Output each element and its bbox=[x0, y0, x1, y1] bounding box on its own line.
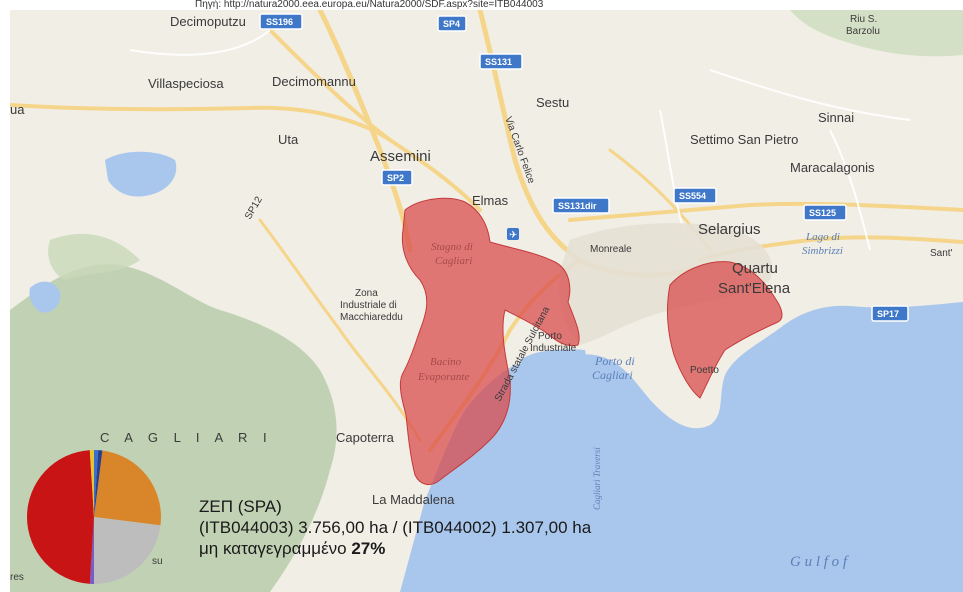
pie-slice-2 bbox=[89, 517, 94, 584]
minor-roads bbox=[129, 29, 911, 251]
place-decimoputzu: Decimoputzu bbox=[170, 14, 246, 29]
legend-box: ΖΕΠ (SPA) (ITB044003) 3.756,00 ha / (ITB… bbox=[199, 496, 591, 559]
region-cagliari: C A G L I A R I bbox=[100, 430, 273, 445]
place-santi: Sant' bbox=[930, 248, 953, 259]
place-assemini: Assemini bbox=[370, 148, 431, 165]
place-ua: ua bbox=[10, 102, 25, 117]
shield-ss131: SS131 bbox=[479, 53, 523, 70]
place-monreale: Monreale bbox=[590, 244, 632, 255]
place-sinnai: Sinnai bbox=[818, 110, 854, 125]
lago-label-2: Simbrizzi bbox=[802, 245, 843, 257]
place-villaspeciosa: Villaspeciosa bbox=[148, 76, 224, 91]
pie-chart bbox=[26, 450, 161, 584]
porto-cagliari-label-1: Porto di bbox=[594, 354, 635, 368]
stagno-label-1: Stagno di bbox=[431, 241, 473, 253]
place-selargius: Selargius bbox=[698, 221, 761, 238]
svg-text:SP4: SP4 bbox=[443, 19, 460, 29]
legend-line-sites: (ITB044003) 3.756,00 ha / (ITB044002) 1.… bbox=[199, 518, 592, 537]
place-sestu: Sestu bbox=[536, 95, 569, 110]
traversa-label: Cagliari Traversi bbox=[592, 447, 602, 510]
airport-icon: ✈ bbox=[507, 228, 519, 241]
bacino-label-1: Bacino bbox=[430, 356, 462, 368]
spa-zone-stagno bbox=[399, 197, 580, 486]
svg-text:SS196: SS196 bbox=[266, 17, 293, 27]
urban-area bbox=[558, 223, 772, 345]
svg-text:SP17: SP17 bbox=[877, 309, 899, 319]
stagno-label-2: Cagliari bbox=[435, 255, 472, 267]
place-decimomannu: Decimomannu bbox=[272, 74, 356, 89]
spa-zone-quartu bbox=[666, 261, 783, 399]
pie-slice-5 bbox=[94, 450, 99, 517]
zona-label-2: Industriale di bbox=[340, 300, 397, 311]
sea bbox=[400, 302, 963, 592]
pie-slice-0 bbox=[94, 450, 161, 526]
svg-text:SS554: SS554 bbox=[679, 191, 706, 201]
port-basin bbox=[520, 349, 588, 378]
lake-southwest bbox=[29, 281, 61, 313]
place-maddalena: La Maddalena bbox=[372, 492, 455, 507]
legend-unrecorded-value: 27% bbox=[351, 539, 386, 558]
place-santelena: Sant'Elena bbox=[718, 280, 791, 297]
svg-text:SS125: SS125 bbox=[809, 208, 836, 218]
shield-ss131dir: SS131dir bbox=[552, 197, 610, 214]
place-elmas: Elmas bbox=[472, 193, 509, 208]
shield-ss554: SS554 bbox=[673, 187, 717, 204]
svg-text:SS131dir: SS131dir bbox=[558, 201, 597, 211]
hills-area-3 bbox=[790, 10, 963, 57]
shield-sp2: SP2 bbox=[381, 169, 413, 186]
place-poetto: Poetto bbox=[690, 365, 719, 376]
source-caption: Πηγή: http://natura2000.eea.europa.eu/Na… bbox=[195, 0, 544, 10]
shield-sp17: SP17 bbox=[871, 305, 909, 322]
zona-label-3: Macchiareddu bbox=[340, 312, 403, 323]
pie-slice-1 bbox=[94, 517, 161, 584]
place-barzolu: Barzolu bbox=[846, 26, 880, 37]
shield-ss196: SS196 bbox=[259, 13, 303, 30]
place-riu: Riu S. bbox=[850, 14, 877, 25]
svg-text:SP2: SP2 bbox=[387, 173, 404, 183]
place-res: res bbox=[10, 572, 24, 583]
svg-text:SS131: SS131 bbox=[485, 57, 512, 67]
hills-area-2 bbox=[48, 233, 140, 280]
bacino-label-2: Evaporante bbox=[417, 371, 469, 383]
pie-slice-4 bbox=[89, 450, 94, 517]
map-canvas: Stagno di Cagliari Bacino Evaporante Por… bbox=[10, 10, 963, 592]
place-capoterra: Capoterra bbox=[336, 430, 395, 445]
place-su: su bbox=[152, 556, 163, 567]
gulf-label: G u l f o f bbox=[790, 554, 849, 570]
place-uta: Uta bbox=[278, 132, 299, 147]
legend-line-unrecorded: μη καταγεγραμμένο 27% bbox=[199, 538, 591, 559]
legend-unrecorded-label: μη καταγεγραμμένο bbox=[199, 539, 352, 558]
zona-label-1: Zona bbox=[355, 288, 378, 299]
legend-line-spa: ΖΕΠ (SPA) bbox=[199, 497, 282, 516]
shield-sp4: SP4 bbox=[437, 15, 467, 32]
shield-ss125: SS125 bbox=[803, 204, 847, 221]
pie-slice-3 bbox=[26, 450, 95, 584]
pie-slice-6 bbox=[94, 450, 103, 517]
porto-ind-label-1: Porto bbox=[538, 331, 562, 342]
porto-cagliari-label-2: Cagliari bbox=[592, 368, 633, 382]
lake-west bbox=[105, 151, 177, 197]
place-maracalagonis: Maracalagonis bbox=[790, 160, 875, 175]
porto-ind-label-2: Industriale bbox=[530, 343, 577, 354]
lago-label-1: Lago di bbox=[805, 231, 840, 243]
place-settimo: Settimo San Pietro bbox=[690, 132, 798, 147]
svg-text:✈: ✈ bbox=[509, 230, 517, 241]
place-quartu: Quartu bbox=[732, 260, 778, 277]
